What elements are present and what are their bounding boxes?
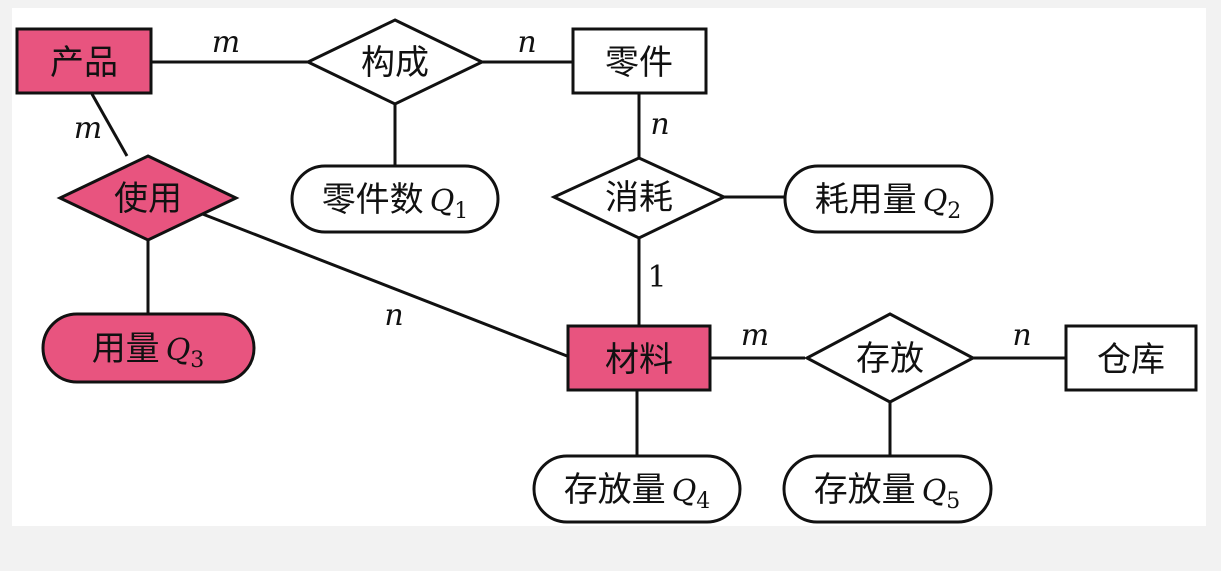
attribute-stock-material-sub: 4 (696, 489, 710, 514)
attribute-usage (41, 312, 256, 384)
attribute-stock-warehouse-text: 存放量 (814, 470, 916, 510)
attribute-stock-material-text: 存放量 (564, 470, 666, 510)
attribute-part-count-sub: 1 (454, 199, 468, 224)
cardinality-use-material: n (384, 298, 403, 333)
attribute-stock-warehouse (782, 454, 993, 524)
entity-material (566, 324, 712, 392)
attribute-part-count-var: Q (430, 184, 455, 219)
cardinality-product-use: m (74, 111, 102, 146)
cardinality-product-compose: m (212, 25, 240, 60)
attribute-usage-sub: 3 (190, 348, 204, 373)
relationship-compose-label: 构成 (361, 43, 429, 83)
entity-part (571, 27, 708, 95)
relationship-use-label: 使用 (114, 179, 182, 219)
relationship-compose (304, 18, 486, 106)
entity-part-label: 零件 (605, 43, 673, 83)
entity-product-label: 产品 (50, 43, 118, 83)
attribute-part-count (290, 164, 500, 234)
attribute-stock-warehouse-sub: 5 (946, 489, 960, 514)
attribute-consumption-text: 耗用量 (815, 180, 917, 220)
cardinality-consume-material: 1 (647, 260, 666, 295)
attribute-consumption-sub: 2 (947, 199, 961, 224)
relationship-use (56, 154, 240, 242)
cardinality-store-warehouse: n (1012, 318, 1031, 353)
entity-warehouse (1064, 324, 1198, 392)
attribute-consumption (783, 164, 994, 234)
entity-warehouse-label: 仓库 (1097, 340, 1165, 380)
relationship-consume (550, 156, 728, 240)
line-use-material (199, 211, 568, 358)
attribute-stock-material-var: Q (672, 474, 697, 509)
attribute-usage-text: 用量 (92, 329, 160, 369)
relationship-store-label: 存放 (856, 339, 924, 379)
attribute-part-count-text: 零件数 (322, 180, 424, 220)
line-product-use (90, 93, 129, 157)
attribute-stock-material (532, 454, 742, 524)
cardinality-part-consume: n (650, 107, 669, 142)
entity-material-label: 材料 (605, 340, 673, 380)
attribute-usage-var: Q (166, 333, 191, 368)
relationship-consume-label: 消耗 (605, 178, 673, 218)
cardinality-material-store: m (741, 318, 769, 353)
attribute-consumption-var: Q (923, 184, 948, 219)
entity-product (15, 27, 153, 95)
relationship-store (803, 312, 977, 404)
cardinality-compose-part: n (517, 25, 536, 60)
attribute-stock-warehouse-var: Q (922, 474, 947, 509)
